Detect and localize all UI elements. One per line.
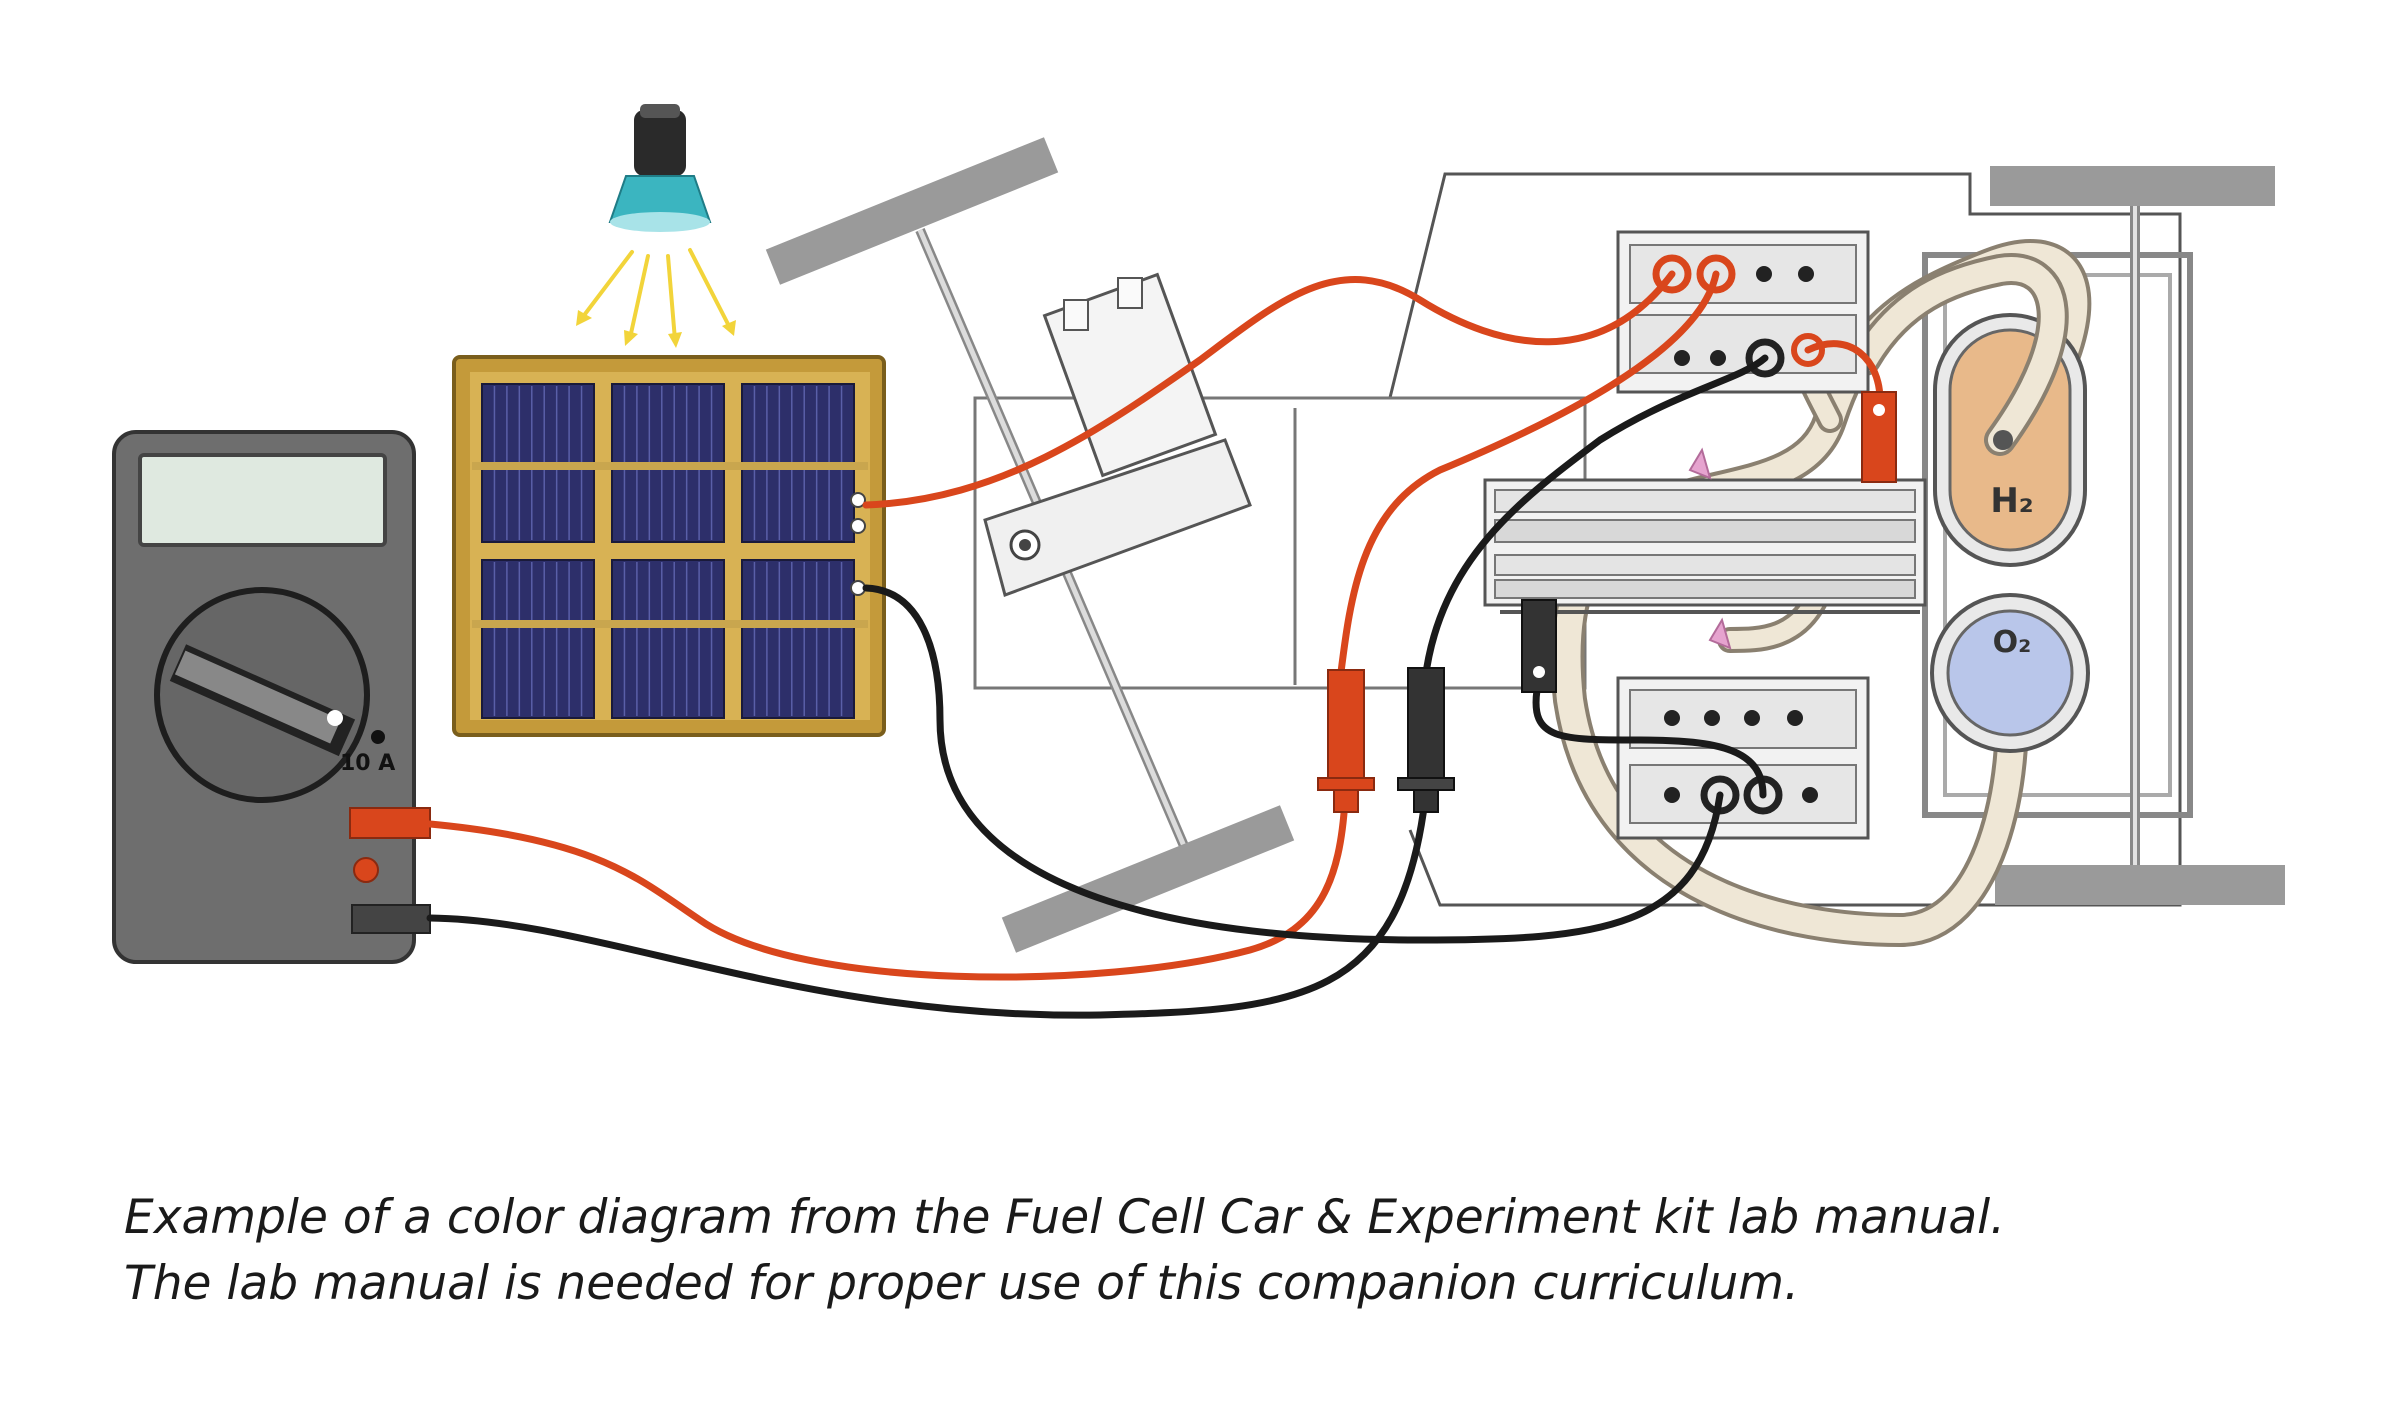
- caption-line-2: The lab manual is needed for proper use …: [124, 1256, 1800, 1311]
- black-wire-meter-to-connector: [426, 796, 1429, 1019]
- front-axle: [765, 137, 1295, 953]
- black-wire-fuelcell-to-bottom: [1532, 686, 1767, 799]
- solar-cell: [611, 559, 725, 719]
- black-wire-connector-to-cell: [1421, 354, 1769, 684]
- rear-wheel-top: [1990, 166, 2275, 206]
- front-wheel-top: [765, 137, 1059, 285]
- front-wheel-bottom: [1001, 805, 1295, 953]
- solar-cell: [741, 559, 855, 719]
- lamp: [608, 104, 712, 232]
- solar-cell: [481, 559, 595, 719]
- fuel-cell-car-diagram: H₂ O₂: [112, 104, 2285, 1019]
- solar-bus-bar: [472, 620, 868, 628]
- oxygen-label: O₂: [1993, 625, 2032, 660]
- fuel-cell: [1483, 447, 1927, 650]
- black-wire-solar-to-motor: [862, 584, 1724, 944]
- red-wire-meter-to-connector: [426, 796, 1349, 981]
- oxygen-tank: O₂: [1930, 593, 2090, 753]
- wires: [426, 270, 1884, 1019]
- rear-axle: [1990, 166, 2285, 905]
- red-connector: [1317, 669, 1375, 813]
- solar-bus-bar: [472, 462, 868, 470]
- fuel-cell-red-plug: [1861, 391, 1897, 483]
- fuel-cell-black-plug: [1521, 599, 1557, 693]
- multimeter: 10 A: [112, 430, 431, 964]
- red-wire-solar-to-cell: [862, 270, 1676, 509]
- red-wire-cell-to-connector: [1336, 270, 1720, 684]
- solar-panel: [452, 355, 886, 737]
- bottom-terminal-block: [1616, 676, 1870, 840]
- motor: [983, 272, 1252, 597]
- rear-wheel-bottom: [1995, 865, 2285, 905]
- red-wire-cell-stub: [1804, 340, 1884, 404]
- black-connector: [1397, 667, 1455, 813]
- caption-line-1: Example of a color diagram from the Fuel…: [124, 1190, 2006, 1245]
- caption: Example of a color diagram from the Fuel…: [124, 1185, 2324, 1317]
- light-rays: [576, 248, 736, 348]
- multimeter-range-label: 10 A: [340, 751, 395, 776]
- hydrogen-label: H₂: [1990, 481, 2033, 521]
